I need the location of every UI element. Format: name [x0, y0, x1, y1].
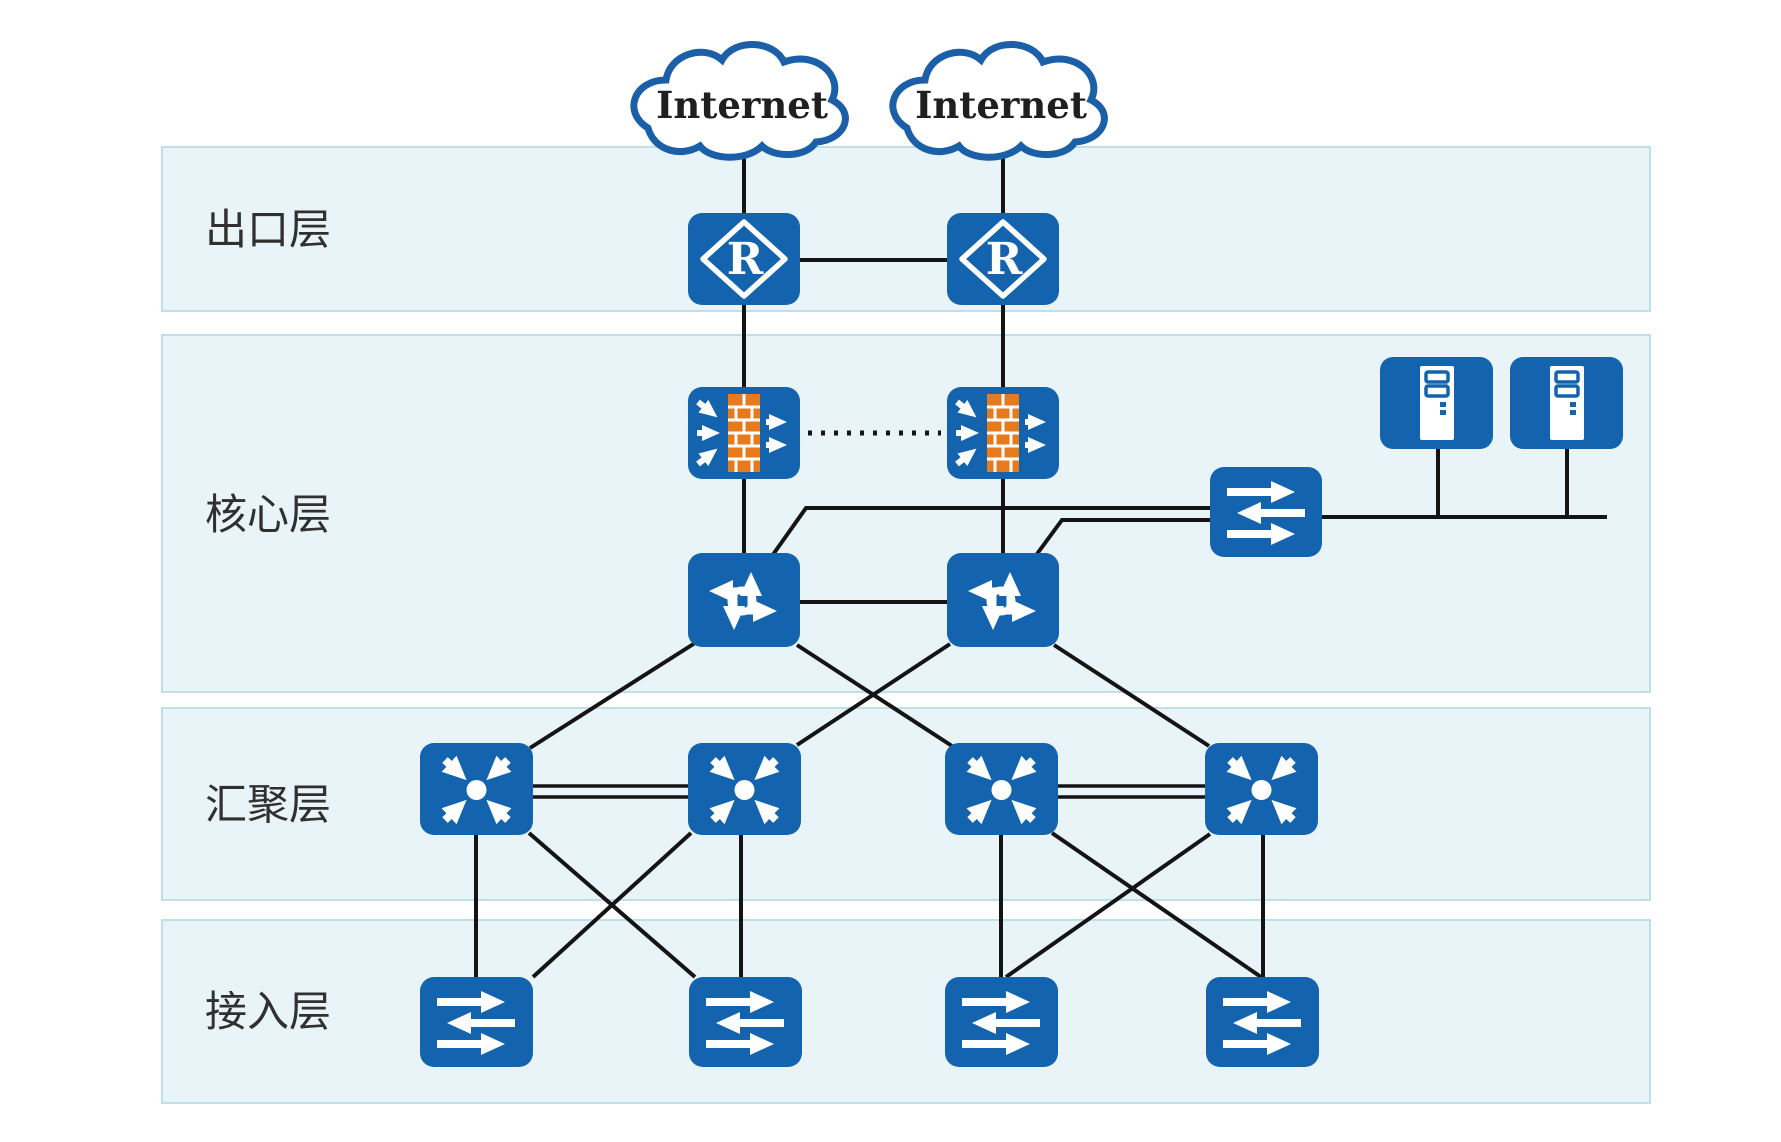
router-1: R: [688, 213, 800, 305]
aggregation-switch-icon: [688, 743, 801, 835]
firewall-icon: [947, 387, 1059, 479]
server-2: [1510, 357, 1623, 449]
access-switch-1: [420, 977, 533, 1067]
egress-layer-label: 出口层: [205, 206, 331, 253]
access-switch-2: [689, 977, 802, 1067]
core-switch-1: [688, 553, 800, 647]
access-switch-4: [1206, 977, 1319, 1067]
svg-text:R: R: [986, 234, 1023, 285]
internet-label: Internet: [915, 83, 1087, 127]
link-core2-agg4: [1052, 643, 1211, 748]
layer-bands: 出口层 核心层 汇聚层 接入层: [161, 146, 1651, 1104]
switch-icon: [945, 977, 1058, 1067]
agg-switch-4: [1205, 743, 1318, 835]
internet-cloud-2: Internet: [889, 41, 1108, 161]
router-2: R: [947, 213, 1059, 305]
agg-switch-3: [945, 743, 1058, 835]
l3-switch-icon: [947, 553, 1059, 647]
core-switch-2: [947, 553, 1059, 647]
agg-switch-1: [420, 743, 533, 835]
internet-cloud-1: Internet: [630, 41, 849, 161]
cloud-icon: [630, 41, 849, 161]
router-icon: R: [688, 213, 800, 305]
band-access-layer: [161, 919, 1651, 1104]
link-core2-serverswitch: [1032, 518, 1210, 560]
link-core1-agg1: [528, 641, 697, 750]
firewall-icon: [688, 387, 800, 479]
switch-icon: [1210, 467, 1322, 557]
switch-icon: [1206, 977, 1319, 1067]
access-layer-label: 接入层: [205, 988, 331, 1035]
switch-icon: [420, 977, 533, 1067]
band-aggregation-layer: [161, 707, 1651, 901]
aggregation-switch-icon: [945, 743, 1058, 835]
link-agg2-access1: [531, 831, 693, 979]
switch-icon: [689, 977, 802, 1067]
aggregation-switch-icon: [1205, 743, 1318, 835]
server-1: [1380, 357, 1493, 449]
band-egress-layer: [161, 146, 1651, 312]
server-icon: [1380, 357, 1493, 449]
internet-label: Internet: [656, 83, 828, 127]
core-layer-label: 核心层: [205, 491, 331, 538]
server-icon: [1510, 357, 1623, 449]
firewall-2: [947, 387, 1059, 479]
links: [474, 140, 1607, 979]
router-icon: R: [947, 213, 1059, 305]
agg-switch-2: [688, 743, 801, 835]
link-agg4-access3: [1004, 832, 1212, 979]
link-agg3-access4: [1050, 831, 1263, 979]
aggregation-switch-icon: [420, 743, 533, 835]
link-core2-agg2: [795, 642, 952, 747]
svg-text:R: R: [727, 234, 764, 285]
server-switch: [1210, 467, 1322, 557]
l3-switch-icon: [688, 553, 800, 647]
cloud-icon: [889, 41, 1108, 161]
firewall-1: [688, 387, 800, 479]
link-core1-serverswitch: [770, 506, 1210, 558]
access-switch-3: [945, 977, 1058, 1067]
aggregation-layer-label: 汇聚层: [205, 781, 331, 828]
